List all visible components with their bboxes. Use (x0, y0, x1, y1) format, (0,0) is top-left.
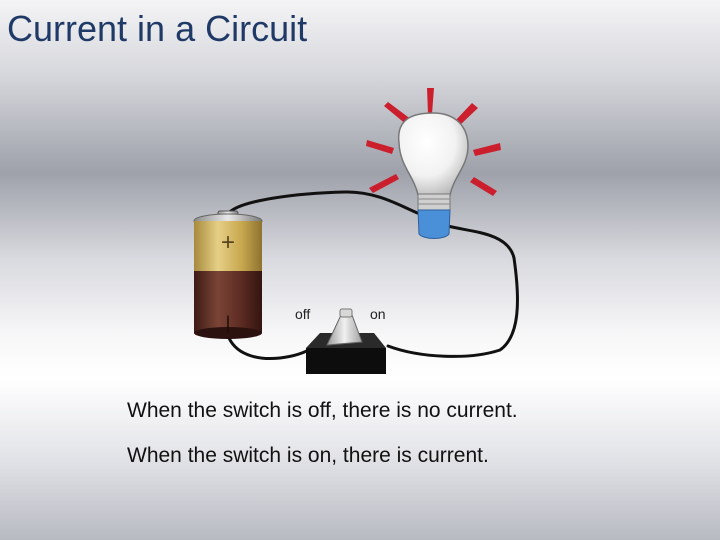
toggle-switch: off on (295, 306, 386, 374)
caption-switch-on: When the switch is on, there is current. (127, 444, 489, 467)
battery-minus-symbol: | (226, 313, 231, 333)
caption-switch-off: When the switch is off, there is no curr… (127, 399, 518, 422)
slide-title: Current in a Circuit (7, 8, 308, 49)
circuit-wire (226, 190, 519, 360)
switch-lever (326, 314, 363, 346)
switch-on-label: on (370, 306, 386, 322)
battery-plus-symbol: + (221, 229, 235, 256)
light-bulb (366, 88, 501, 239)
switch-off-label: off (295, 306, 310, 322)
light-rays (366, 88, 501, 196)
battery: + | (193, 210, 263, 339)
